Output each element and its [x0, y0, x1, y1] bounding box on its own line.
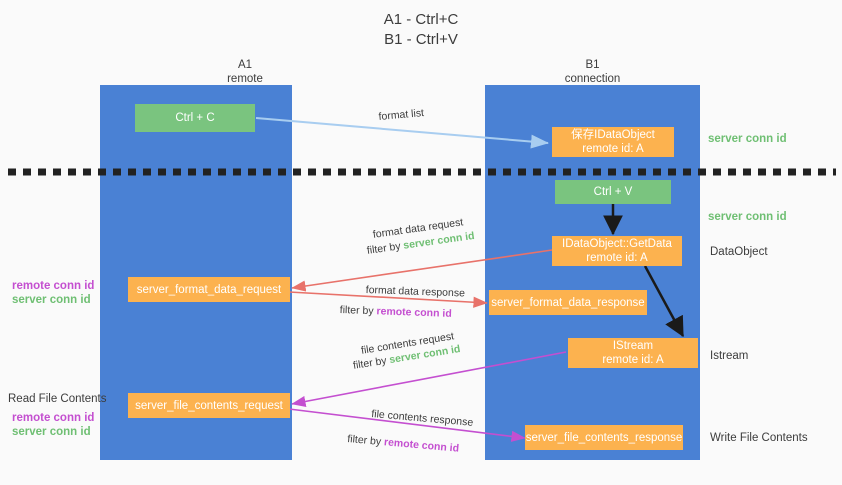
left-annotation-server-conn-id-lower: server conn id: [12, 426, 91, 438]
node-server-file-contents-response[interactable]: server_file_contents_response: [525, 425, 683, 450]
column-header-b1: B1 connection: [564, 59, 621, 85]
edge-label-file-contents-response-filter: filter by remote conn id: [347, 432, 460, 456]
right-annotation-istream: Istream: [710, 350, 749, 362]
edge-label-format-data-response-filter: filter by remote conn id: [340, 303, 452, 321]
right-annotation-server-conn-id-top: server conn id: [708, 133, 787, 145]
filter-prefix: filter by: [339, 303, 377, 318]
right-annotation-dataobject: DataObject: [710, 246, 768, 258]
filter-value-remote-conn-id: remote conn id: [383, 436, 460, 455]
node-server-file-contents-request[interactable]: server_file_contents_request: [128, 393, 290, 418]
node-server-format-data-request[interactable]: server_format_data_request: [128, 277, 290, 302]
filter-prefix: filter by: [352, 354, 391, 372]
node-idataobject-getdata[interactable]: IDataObject::GetData remote id: A: [552, 236, 682, 266]
left-annotation-server-conn-id-upper: server conn id: [12, 294, 91, 306]
left-annotation-remote-conn-id-lower: remote conn id: [12, 412, 95, 424]
node-save-idataobject[interactable]: 保存IDataObject remote id: A: [552, 127, 674, 157]
edge-label-format-list: format list: [378, 107, 425, 123]
filter-prefix: filter by: [346, 432, 385, 449]
node-ctrl-v[interactable]: Ctrl + V: [555, 180, 671, 204]
edge-label-format-data-response: format data response: [365, 283, 466, 300]
left-annotation-read-file-contents: Read File Contents: [8, 393, 107, 405]
edge-label-file-contents-response: file contents response: [370, 407, 474, 429]
diagram-title: A1 - Ctrl+C B1 - Ctrl+V: [383, 11, 459, 48]
filter-value-remote-conn-id: remote conn id: [376, 305, 452, 320]
node-server-format-data-response[interactable]: server_format_data_response: [489, 290, 647, 315]
left-annotation-remote-conn-id-upper: remote conn id: [12, 280, 95, 292]
node-istream[interactable]: IStream remote id: A: [568, 338, 698, 368]
column-header-a1: A1 remote: [227, 59, 263, 85]
node-ctrl-c[interactable]: Ctrl + C: [135, 104, 255, 132]
right-annotation-write-file-contents: Write File Contents: [710, 432, 808, 444]
right-annotation-server-conn-id-second: server conn id: [708, 211, 787, 223]
filter-prefix: filter by: [366, 239, 405, 257]
